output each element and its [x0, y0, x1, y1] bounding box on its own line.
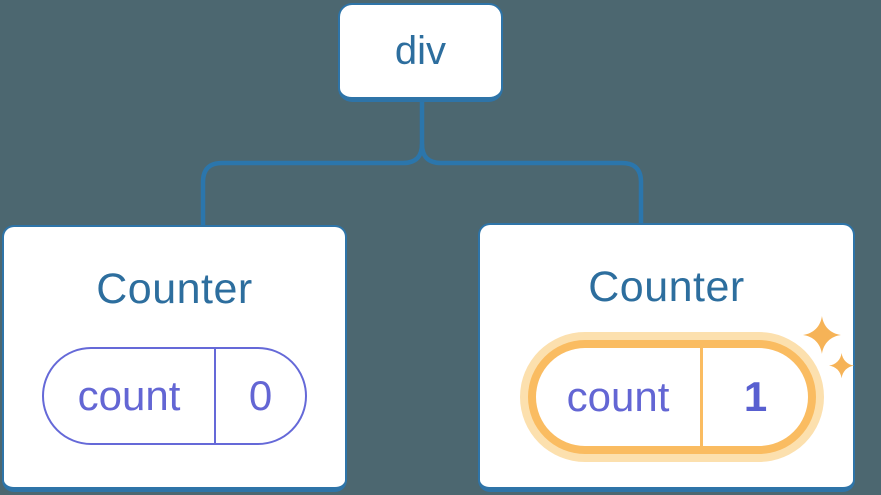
counter-card-right: Counter count 1 [478, 223, 855, 492]
state-pill-highlight: count 1 [520, 332, 824, 462]
state-value: 1 [743, 373, 768, 420]
state-key: count [536, 348, 703, 446]
tree-node-div: div [338, 3, 503, 102]
state-value: 0 [248, 372, 273, 419]
component-title: Counter [588, 263, 745, 311]
component-title: Counter [96, 265, 253, 313]
connector-branch-left [200, 143, 425, 230]
state-pill: count 1 [536, 348, 808, 446]
sparkles-icon [803, 316, 855, 379]
state-pill-highlight-ring: count 1 [528, 340, 816, 454]
tree-node-label: div [394, 28, 447, 73]
state-pill: count 0 [42, 347, 307, 445]
state-key: count [44, 349, 216, 443]
counter-card-left: Counter count 0 [2, 225, 347, 492]
connector-branch-right [419, 143, 644, 228]
sparkle-small [829, 353, 855, 379]
sparkle-large [803, 316, 841, 354]
